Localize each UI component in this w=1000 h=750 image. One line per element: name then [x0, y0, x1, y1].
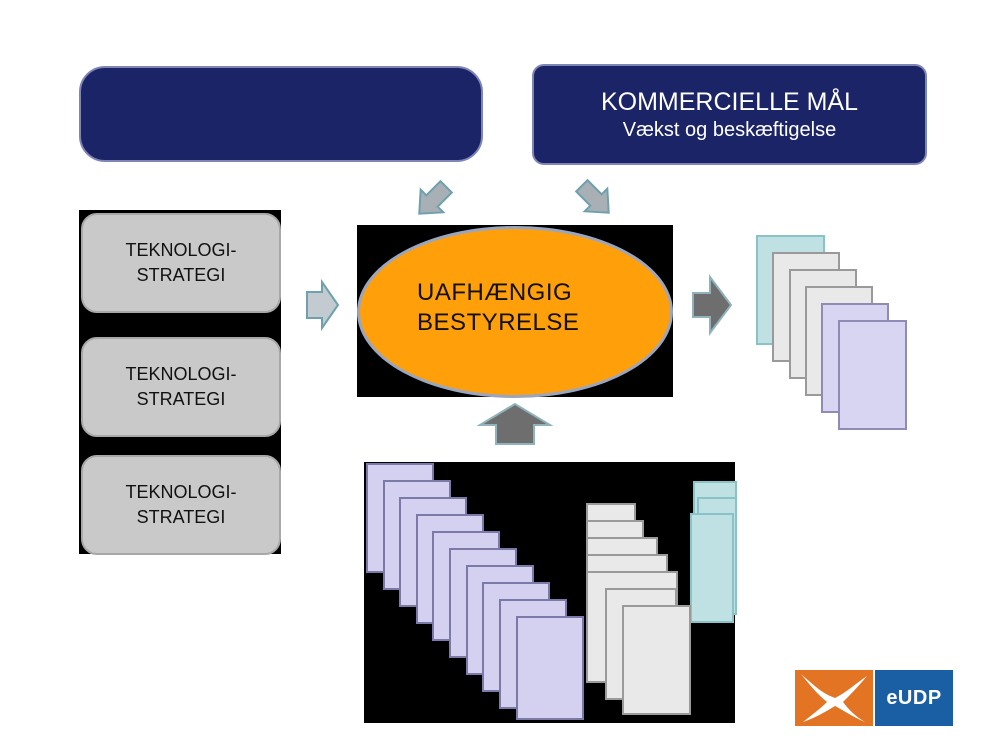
strategy-label-line2: STRATEGI	[136, 389, 226, 409]
arrow-right-icon	[306, 278, 340, 332]
arrow-up-icon	[476, 402, 554, 445]
strategy-label-line1: TEKNOLOGI-	[125, 240, 237, 260]
independent-board-ellipse	[357, 226, 673, 398]
arrow-right-dark-icon	[692, 274, 733, 336]
document-icon	[690, 513, 734, 623]
document-icon	[622, 605, 691, 715]
strategy-label-line2: STRATEGI	[136, 265, 226, 285]
star-icon	[801, 674, 867, 722]
arrow-down-left-icon	[418, 179, 454, 215]
commercial-goals-subtitle: Vækst og beskæftigelse	[622, 119, 837, 141]
document-icon	[838, 320, 907, 430]
eudp-logo-text: eUDP	[886, 686, 942, 709]
technology-strategy-box: TEKNOLOGI- STRATEGI	[81, 213, 281, 313]
eudp-logo-mark	[795, 670, 873, 726]
eudp-logo: eUDP	[875, 670, 953, 726]
strategy-label-line1: TEKNOLOGI-	[125, 364, 237, 384]
strategy-label-line2: STRATEGI	[136, 507, 226, 527]
technology-strategy-box: TEKNOLOGI- STRATEGI	[81, 455, 281, 555]
board-label-line2: BESTYRELSE	[417, 309, 580, 336]
policy-goals-box	[79, 66, 483, 162]
commercial-goals-title: KOMMERCIELLE MÅL	[600, 88, 858, 116]
independent-board-label: UAFHÆNGIG BESTYRELSE	[417, 278, 579, 338]
arrow-down-right-icon	[574, 178, 610, 214]
commercial-goals-box: KOMMERCIELLE MÅL Vækst og beskæftigelse	[532, 64, 927, 165]
technology-strategy-box: TEKNOLOGI- STRATEGI	[81, 337, 281, 437]
board-label-line1: UAFHÆNGIG	[417, 279, 573, 306]
strategy-label-line1: TEKNOLOGI-	[125, 482, 237, 502]
document-icon	[516, 616, 584, 720]
